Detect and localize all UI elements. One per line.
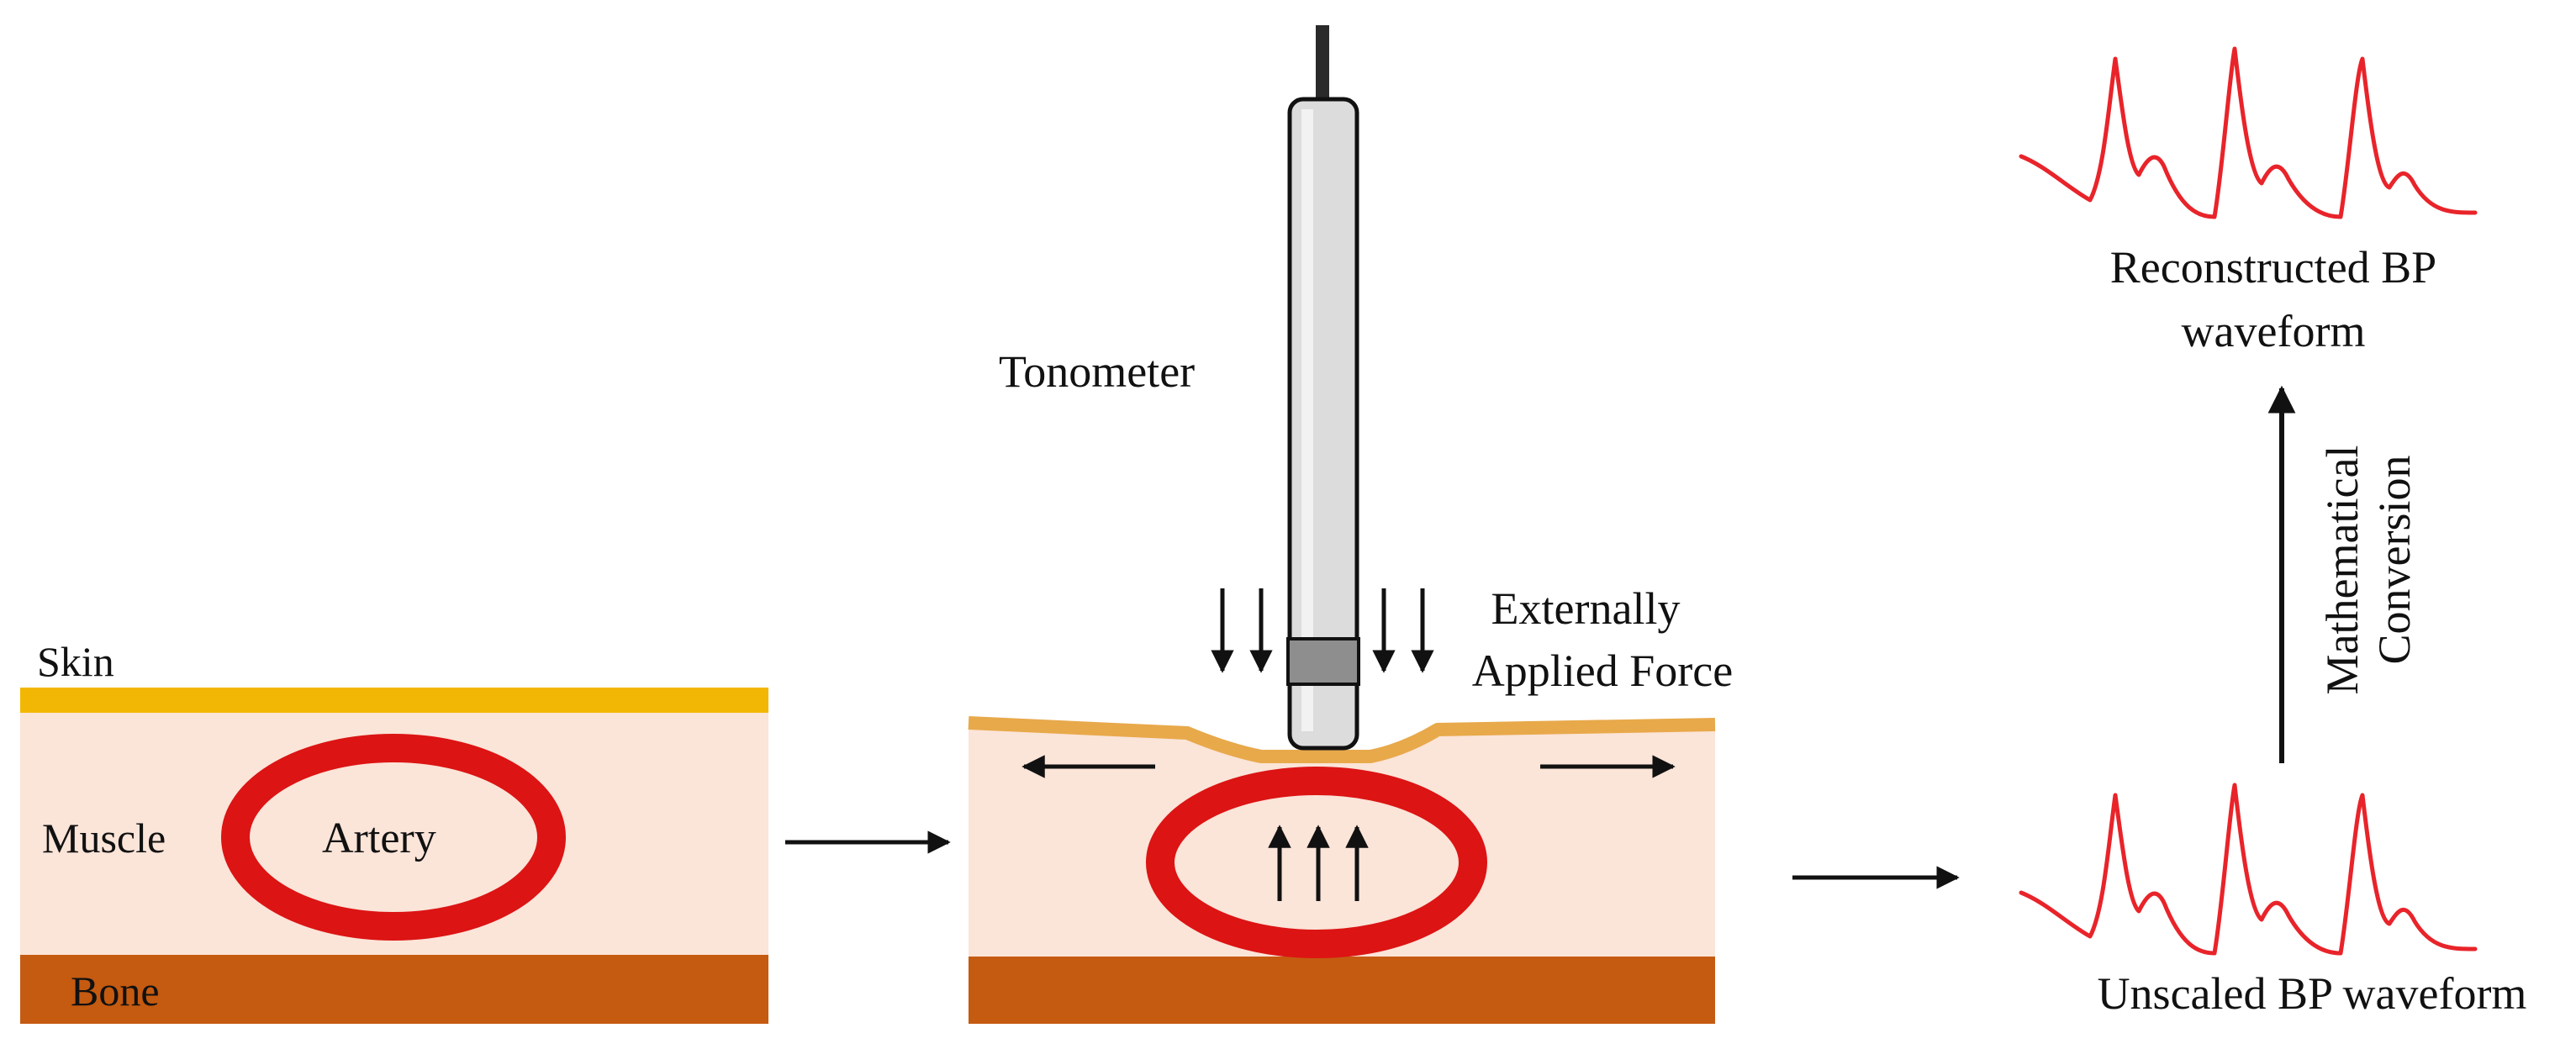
probe-highlight: [1301, 109, 1313, 731]
artery-label: Artery: [322, 814, 436, 862]
unscaled-label: Unscaled BP waveform: [2098, 968, 2527, 1019]
reconstructed-label-line2: waveform: [2182, 306, 2366, 356]
probe-sensor-band: [1286, 637, 1360, 686]
reconstructed-label-line1: Reconstructed BP: [2110, 242, 2436, 293]
panel-applanation: Tonometer Externally Applied Force: [968, 25, 1733, 1024]
artery-ring-compressed: [1146, 767, 1487, 958]
reconstructed-waveform: [2019, 46, 2478, 219]
muscle-layer-pressed: [969, 730, 1715, 967]
bp-waveform-icon: [2019, 783, 2478, 956]
skin-label: Skin: [37, 638, 114, 685]
tonometer-probe-icon: [1286, 25, 1360, 751]
bone-layer: [969, 957, 1715, 1024]
muscle-label: Muscle: [42, 814, 166, 862]
conversion-label: Conversion: [2369, 456, 2420, 665]
panel-waveforms: Reconstructed BP waveform Mathematical C…: [2019, 46, 2527, 1019]
tonometer-label: Tonometer: [999, 346, 1195, 397]
bone-layer: [20, 955, 768, 1024]
bp-waveform-icon: [2019, 46, 2478, 219]
panel-resting-tissue: Skin Muscle Artery Bone: [20, 638, 768, 1024]
skin-layer: [20, 688, 768, 713]
bone-label: Bone: [71, 967, 160, 1015]
artery-ring: [221, 734, 566, 941]
probe-cable: [1316, 25, 1329, 103]
unscaled-waveform: [2019, 783, 2478, 956]
externally-applied-force-line1: Externally: [1491, 583, 1681, 634]
externally-applied-force-line2: Applied Force: [1472, 646, 1733, 696]
mathematical-label: Mathematical: [2317, 445, 2367, 695]
skin-layer-pressed: [968, 716, 1716, 763]
